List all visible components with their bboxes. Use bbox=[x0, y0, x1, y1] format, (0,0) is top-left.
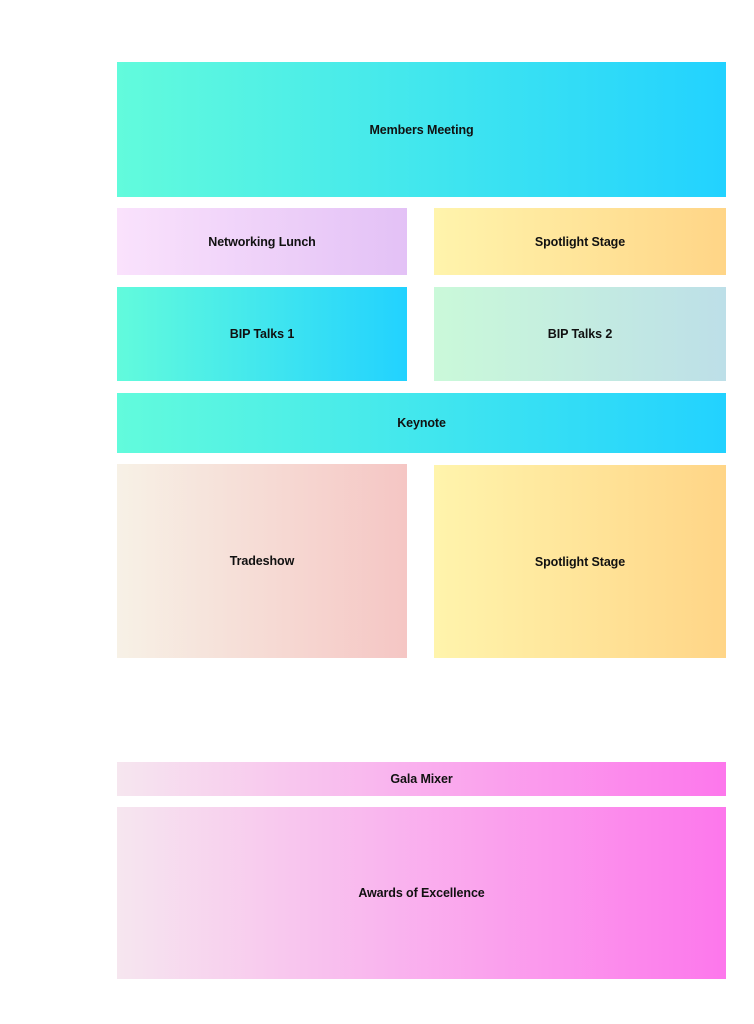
session-tradeshow[interactable]: Tradeshow bbox=[117, 464, 407, 658]
session-label: Keynote bbox=[397, 416, 446, 430]
session-gala-mixer[interactable]: Gala Mixer bbox=[117, 762, 726, 796]
session-label: Networking Lunch bbox=[208, 234, 316, 249]
session-networking-lunch[interactable]: Networking Lunch bbox=[117, 208, 407, 275]
session-label: Spotlight Stage bbox=[534, 554, 626, 569]
session-bip-talks-1[interactable]: BIP Talks 1 bbox=[117, 287, 407, 381]
session-awards-of-excellence[interactable]: Awards of Excellence bbox=[117, 807, 726, 979]
session-keynote[interactable]: Keynote bbox=[117, 393, 726, 453]
session-label: Spotlight Stage bbox=[534, 234, 626, 249]
session-spotlight-stage-top[interactable]: Spotlight Stage bbox=[434, 208, 726, 275]
session-bip-talks-2[interactable]: BIP Talks 2 bbox=[434, 287, 726, 381]
session-label: BIP Talks 2 bbox=[547, 327, 613, 341]
session-members-meeting[interactable]: Members Meeting bbox=[117, 62, 726, 197]
session-label: Gala Mixer bbox=[390, 772, 453, 786]
session-spotlight-stage-bottom[interactable]: Spotlight Stage bbox=[434, 465, 726, 658]
session-label: Awards of Excellence bbox=[358, 886, 485, 900]
session-label: Members Meeting bbox=[369, 122, 474, 137]
session-label: Tradeshow bbox=[229, 554, 295, 568]
session-label: BIP Talks 1 bbox=[229, 327, 295, 341]
